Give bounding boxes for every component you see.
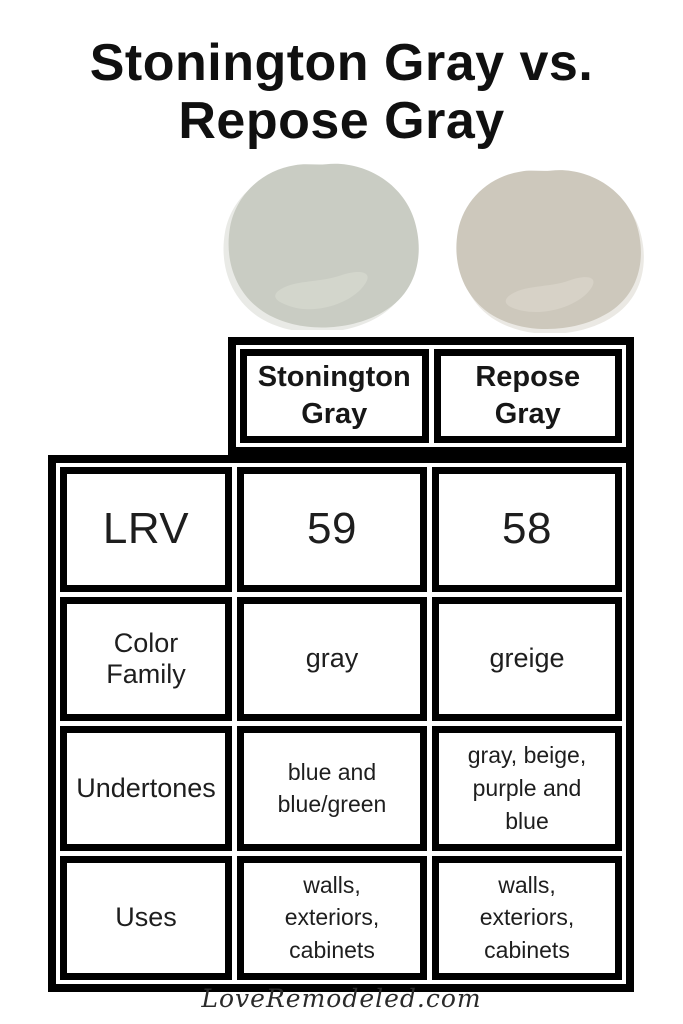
cell-text: 59	[307, 504, 357, 554]
swatch-body	[456, 170, 641, 330]
cell-color-family-stonington: gray	[237, 596, 427, 721]
cell-text: walls, exteriors, cabinets	[284, 871, 380, 964]
column-header-repose-gray: Repose Gray	[433, 349, 622, 443]
cell-text: blue and blue/green	[277, 758, 387, 818]
cell-text: greige	[489, 643, 565, 674]
row-label-color-family: Color Family	[60, 596, 232, 721]
cell-uses-stonington: walls, exteriors, cabinets	[237, 855, 427, 980]
page-title-line1: Stonington Gray vs.	[89, 34, 594, 92]
cell-color-family-repose: greige	[432, 596, 622, 721]
site-watermark-text: LoveRemodeled.com	[201, 984, 482, 1013]
cell-text: gray	[305, 643, 359, 674]
column-header-label: Stonington Gray	[257, 360, 411, 430]
cell-text: Color Family	[106, 627, 186, 689]
column-header-stonington-gray: Stonington Gray	[240, 349, 429, 443]
column-header-label: Repose Gray	[475, 360, 581, 430]
cell-undertones-repose: gray, beige, purple and blue	[432, 726, 622, 851]
cell-text: walls, exteriors, cabinets	[479, 871, 575, 964]
swatch-body	[228, 163, 419, 328]
page-title: Stonington Gray vs. Repose Gray	[0, 34, 683, 150]
cell-text: Uses	[115, 902, 177, 933]
cell-lrv-stonington: 59	[237, 467, 427, 592]
cell-text: 58	[502, 504, 552, 554]
site-watermark: LoveRemodeled.com	[0, 984, 683, 1013]
row-label-uses: Uses	[60, 855, 232, 980]
swatch-highlight	[505, 277, 594, 312]
cell-text: Undertones	[76, 772, 216, 803]
cell-text: LRV	[102, 504, 190, 554]
repose-gray-paint-swatch	[456, 170, 644, 333]
cell-undertones-stonington: blue and blue/green	[237, 726, 427, 851]
stonington-gray-paint-swatch	[223, 163, 419, 330]
row-label-lrv: LRV	[60, 467, 232, 592]
cell-uses-repose: walls, exteriors, cabinets	[432, 855, 622, 980]
comparison-table-body: LRV 59 58 Color Family gray greige Under…	[48, 455, 634, 992]
page-title-line2: Repose Gray	[178, 92, 505, 151]
comparison-table-header: Stonington Gray Repose Gray	[228, 337, 634, 455]
cell-lrv-repose: 58	[432, 467, 622, 592]
swatch-highlight	[275, 271, 368, 310]
row-label-undertones: Undertones	[60, 726, 232, 851]
cell-text: gray, beige, purple and blue	[467, 742, 587, 834]
